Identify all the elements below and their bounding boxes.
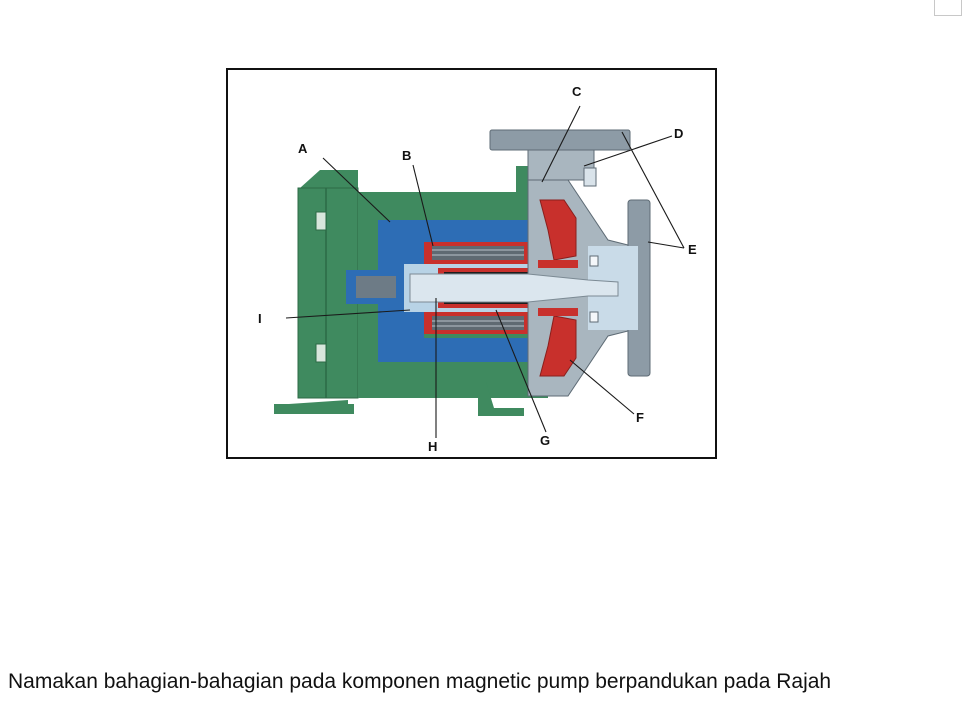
label-i: I bbox=[258, 311, 262, 326]
shaft bbox=[409, 273, 619, 303]
label-f: F bbox=[636, 410, 644, 425]
corner-box bbox=[934, 0, 962, 16]
label-g: G bbox=[540, 433, 550, 448]
part-labels: A B C D E F G H I bbox=[258, 84, 697, 454]
outer-magnet bbox=[424, 242, 530, 334]
question-text: Namakan bahagian-bahagian pada komponen … bbox=[8, 670, 832, 693]
pump-figure: A B C D E F G H I bbox=[226, 68, 717, 459]
label-a: A bbox=[298, 141, 308, 156]
bearing-bracket bbox=[346, 220, 528, 362]
label-c: C bbox=[572, 84, 582, 99]
label-b: B bbox=[402, 148, 411, 163]
magnetic-pump-diagram: A B C D E F G H I bbox=[258, 84, 697, 454]
impeller bbox=[538, 199, 599, 377]
label-h: H bbox=[428, 439, 437, 454]
label-e: E bbox=[688, 242, 697, 257]
label-d: D bbox=[674, 126, 683, 141]
leader-lines bbox=[285, 105, 685, 438]
